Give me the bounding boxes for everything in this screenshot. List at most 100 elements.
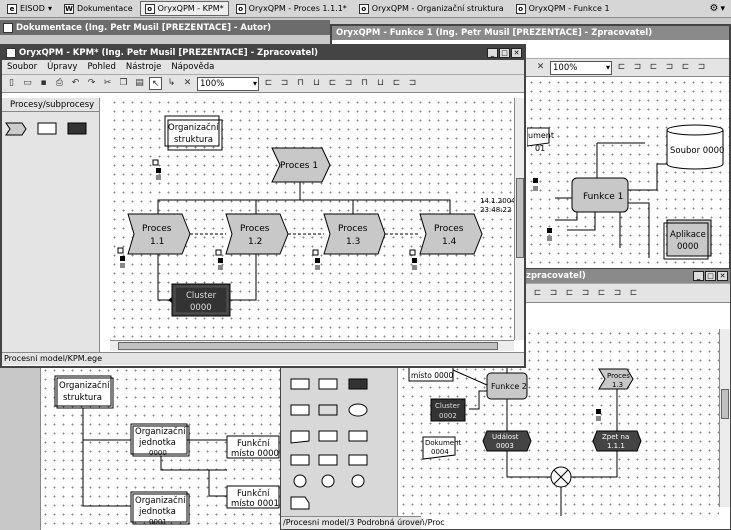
rect-shape-icon[interactable] (318, 430, 338, 442)
zpet-node[interactable] (592, 430, 642, 452)
zoom-select[interactable]: 100% (197, 76, 259, 91)
close-icon[interactable]: ✕ (536, 62, 545, 72)
align-bottom-icon[interactable]: ⊔ (312, 78, 321, 88)
align-right-icon[interactable]: ⊐ (280, 78, 289, 88)
document-shape-icon[interactable] (290, 430, 310, 444)
note-shape-icon[interactable] (290, 496, 310, 510)
rect-shape-icon[interactable] (348, 430, 368, 442)
proces-1-node[interactable] (271, 147, 331, 183)
align-middle-icon[interactable]: ⊐ (344, 78, 353, 88)
funkcni-misto-node[interactable] (226, 435, 280, 459)
layout-icon[interactable]: ⊏ (533, 287, 542, 298)
taskbar-item-dokumentace[interactable]: W Dokumentace (59, 1, 138, 16)
distribute-icon[interactable]: ⊓ (360, 78, 369, 88)
or-shape-icon[interactable] (321, 474, 335, 488)
rect-shape-icon[interactable] (348, 454, 368, 466)
proces-1-1-node[interactable] (127, 213, 191, 255)
same-size-icon[interactable]: ⊐ (408, 78, 417, 88)
xor-shape-icon[interactable] (293, 474, 307, 488)
taskbar-item-org[interactable]: o OryxQPM - Organizační struktura (354, 1, 509, 16)
pointer-icon[interactable]: ↖ (149, 77, 162, 90)
rect-shape-icon[interactable] (290, 404, 310, 416)
rect-shape-icon[interactable] (290, 454, 310, 466)
cluster-shape-icon[interactable] (67, 122, 87, 135)
org-struktura-node[interactable] (164, 115, 220, 147)
layout-icon[interactable]: ⊏ (597, 287, 606, 298)
funkce-canvas[interactable]: ument 01 Soubor 0000 Funkce 1 Aplikace 0… (526, 78, 729, 272)
funkce-node[interactable] (571, 177, 629, 213)
layout-icon[interactable]: ⊐ (613, 287, 622, 298)
dokument-node[interactable] (526, 127, 550, 147)
menu-napoveda[interactable]: Nápověda (171, 62, 215, 72)
layout-icon[interactable]: ⊐ (633, 62, 642, 72)
distribute-icon[interactable]: ⊔ (376, 78, 385, 88)
udalost-node[interactable] (482, 430, 532, 452)
maximize-icon[interactable]: □ (499, 48, 510, 58)
menu-nastroje[interactable]: Nástroje (125, 62, 162, 72)
open-folder-icon[interactable]: ▭ (23, 78, 32, 88)
rect-shape-icon[interactable] (318, 378, 338, 390)
taskbar-item-kpm[interactable]: o OryxQPM - KPM* (139, 1, 229, 16)
settings-icon[interactable]: ⚙ (709, 3, 719, 14)
undo-icon[interactable]: ↶ (71, 78, 80, 88)
redo-icon[interactable]: ↷ (87, 78, 96, 88)
proces-1-3-node[interactable] (323, 213, 386, 255)
scroll-thumb[interactable] (118, 342, 498, 350)
proces-node[interactable] (598, 368, 634, 390)
same-size-icon[interactable]: ⊏ (392, 78, 401, 88)
menu-soubor[interactable]: Soubor (7, 62, 38, 72)
taskbar-item-funkce[interactable]: o OryxQPM - Funkce 1 (511, 1, 615, 16)
rect-shape-icon[interactable] (37, 122, 57, 135)
close-icon[interactable]: ✕ (511, 48, 522, 58)
align-left-icon[interactable]: ⊏ (264, 78, 273, 88)
rect-shape-icon[interactable] (318, 404, 338, 416)
layout-icon[interactable]: ⊏ (629, 287, 638, 298)
align-top-icon[interactable]: ⊓ (296, 78, 305, 88)
soubor-node[interactable] (666, 124, 724, 170)
dokumentace-titlebar[interactable]: W Dokumentace (Ing. Petr Musil [PREZENTA… (0, 20, 330, 35)
menu-pohled[interactable]: Pohled (87, 62, 116, 72)
kpm-vscroll[interactable] (514, 98, 524, 340)
proces-1-4-node[interactable] (419, 213, 483, 255)
taskbar-item-eisod[interactable]: e EISOD ▾ (2, 1, 57, 16)
close-icon[interactable]: ✕ (717, 271, 728, 281)
dokument-node[interactable] (422, 436, 456, 460)
paste-icon[interactable]: ▤ (135, 78, 144, 88)
cut-icon[interactable]: ✂ (103, 78, 112, 88)
zoom-select[interactable]: 100% (550, 60, 612, 75)
layout-icon[interactable]: ⊐ (581, 287, 590, 298)
aplikace-node[interactable] (666, 219, 712, 257)
print-icon[interactable]: ⎙ (55, 78, 64, 88)
menu-upravy[interactable]: Úpravy (47, 62, 78, 72)
chevron-down-icon[interactable]: ▾ (720, 3, 725, 14)
scroll-thumb[interactable] (516, 178, 524, 258)
layout-icon[interactable]: ⊏ (649, 62, 658, 72)
new-file-icon[interactable]: ▯ (9, 78, 14, 88)
kpm-hscroll[interactable] (110, 340, 514, 351)
funkce-titlebar[interactable]: OryxQPM - Funkce 1 (Ing. Petr Musil [PRE… (332, 26, 729, 40)
cluster-node[interactable] (430, 398, 466, 422)
cluster-shape-icon[interactable] (348, 378, 368, 390)
rect-shape-icon[interactable] (290, 378, 310, 390)
funkcni-misto-node[interactable] (226, 485, 280, 509)
minimize-icon[interactable]: _ (487, 48, 498, 58)
proces-1-2-node[interactable] (225, 213, 289, 255)
taskbar-item-proces[interactable]: o OryxQPM - Proces 1.1.1* (231, 1, 352, 16)
org-jednotka-node[interactable] (130, 423, 188, 455)
kpm-titlebar[interactable]: o OryxQPM - KPM* (Ing. Petr Musil [PREZE… (2, 46, 524, 60)
align-center-icon[interactable]: ⊏ (328, 78, 337, 88)
ellipse-shape-icon[interactable] (348, 403, 368, 417)
org-jednotka-node[interactable] (130, 491, 188, 523)
save-icon[interactable]: ▪ (40, 78, 47, 88)
scroll-thumb[interactable] (721, 389, 729, 419)
layout-icon[interactable]: ⊏ (617, 62, 626, 72)
close-icon[interactable]: ✕ (183, 78, 192, 88)
maximize-icon[interactable]: □ (705, 271, 716, 281)
org-struktura-node[interactable] (54, 375, 112, 407)
layout-icon[interactable]: ⊏ (565, 287, 574, 298)
org-canvas[interactable]: Organizační struktura Organizační jednot… (40, 366, 280, 530)
layout-icon[interactable]: ⊐ (697, 62, 706, 72)
layout-icon[interactable]: ⊐ (665, 62, 674, 72)
and-shape-icon[interactable] (351, 474, 365, 488)
proces-vscroll[interactable] (719, 329, 730, 507)
